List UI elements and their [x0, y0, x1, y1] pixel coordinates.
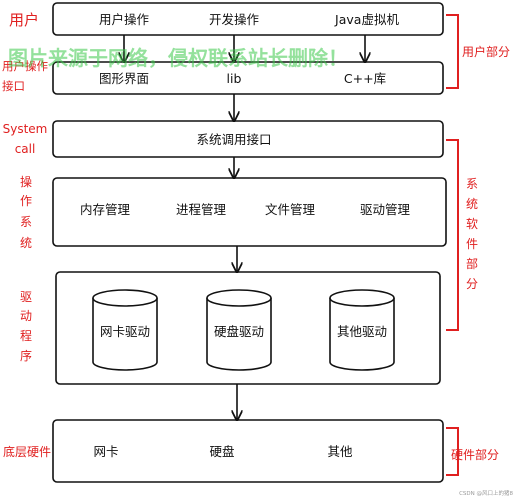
left-label-hardware: 底层硬件 [3, 444, 51, 459]
user-op-label: 用户操作 [99, 12, 150, 27]
other-driver-label: 其他驱动 [337, 324, 387, 339]
user-ops-box [52, 2, 444, 36]
kernel-box [52, 177, 447, 247]
left-label-os-1: 操 [20, 174, 32, 189]
jvm-label: Java虚拟机 [334, 12, 399, 27]
left-label-os-4: 统 [20, 236, 32, 250]
left-label-user-interface-1: 用户操作 [2, 59, 48, 73]
left-label-driver-1: 驱 [20, 290, 32, 304]
cylinder-disk-driver [206, 289, 272, 371]
left-label-syscall-1: System [3, 122, 48, 136]
lib-label: lib [227, 71, 242, 86]
left-label-user: 用户 [9, 11, 39, 29]
right-label-hardware-part: 硬件部分 [451, 447, 499, 462]
cylinder-other-driver [329, 289, 395, 371]
interfaces-box [52, 61, 444, 95]
right-label-system-2: 统 [466, 197, 478, 211]
left-label-os-2: 作 [20, 194, 32, 208]
right-label-system-3: 软 [466, 217, 478, 231]
dev-op-label: 开发操作 [209, 12, 260, 27]
left-label-driver-2: 动 [20, 309, 32, 323]
hardware-box [52, 419, 444, 483]
disk-label: 硬盘 [209, 444, 234, 459]
nic-driver-label: 网卡驱动 [100, 324, 150, 339]
syscall-interface-label: 系统调用接口 [196, 132, 271, 147]
syscall-box [52, 120, 444, 158]
left-label-driver-4: 序 [20, 348, 32, 363]
footer-credit: CSDN @风口上的猪8 [459, 489, 513, 497]
process-mgmt-label: 进程管理 [176, 202, 227, 217]
right-label-system-5: 部 [466, 256, 478, 271]
bracket-hardware-part [446, 427, 459, 476]
right-label-system-1: 系 [466, 177, 478, 191]
bracket-user-part [446, 14, 459, 89]
left-label-os-3: 系 [20, 215, 32, 229]
driver-mgmt-label: 驱动管理 [360, 202, 411, 217]
watermark-text: 图片来源于网络，侵权联系站长删除！ [8, 46, 348, 70]
right-label-system-4: 件 [466, 237, 478, 251]
left-label-syscall-2: call [15, 142, 36, 156]
nic-label: 网卡 [93, 444, 118, 459]
left-label-driver-3: 程 [20, 328, 32, 343]
file-mgmt-label: 文件管理 [265, 202, 316, 217]
left-label-user-interface-2: 接口 [2, 79, 25, 93]
gui-label: 图形界面 [99, 71, 149, 86]
cylinder-nic-driver [92, 289, 158, 371]
bracket-system-part [446, 139, 459, 331]
other-hw-label: 其他 [327, 444, 353, 459]
right-label-user-part: 用户部分 [462, 44, 510, 59]
cpp-lib-label: C++库 [344, 71, 386, 86]
disk-driver-label: 硬盘驱动 [214, 324, 264, 339]
memory-mgmt-label: 内存管理 [80, 202, 131, 217]
right-label-system-6: 分 [466, 277, 478, 291]
